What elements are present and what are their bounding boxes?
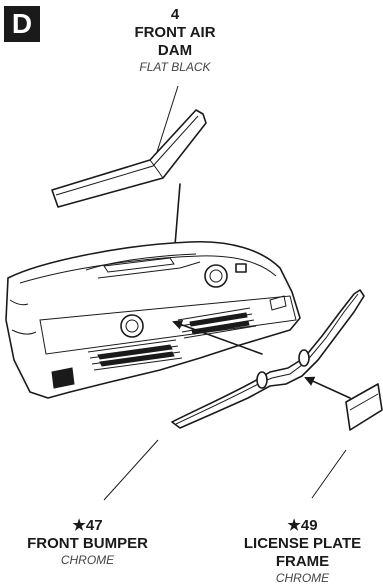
arrow-icon: [306, 378, 350, 398]
car-front-body: [6, 242, 300, 398]
front-air-dam-part: [52, 110, 206, 207]
leader-line-plate-frame: [312, 450, 346, 498]
leader-line-bumper: [104, 440, 158, 500]
license-plate-frame-part: [346, 384, 382, 430]
